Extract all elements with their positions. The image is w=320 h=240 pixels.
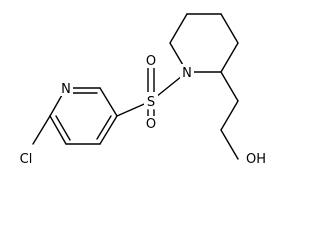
bond-c6p-c5p xyxy=(169,13,188,44)
atom-n-piperidine: N xyxy=(182,66,192,81)
atom-oxygen-bottom: O xyxy=(146,117,156,132)
double-bond-c4-c5 xyxy=(96,115,112,140)
atom-oxygen-top: O xyxy=(146,54,156,69)
bond-c2-cl xyxy=(32,115,51,145)
bond-c3p-c2p xyxy=(220,42,239,73)
structure-diagram: N Cl S O O N OH xyxy=(19,13,267,167)
atom-chlorine: Cl xyxy=(20,152,33,167)
atom-n-pyridine: N xyxy=(61,82,71,97)
bond-c5-c6 xyxy=(99,87,118,117)
bond-c4-c5 xyxy=(99,115,118,145)
bond-ch2b-oh xyxy=(220,129,239,160)
bond-c4p-c3p xyxy=(220,13,239,44)
atom-sulfur: S xyxy=(147,95,155,110)
double-bond-c2-c3 xyxy=(55,115,71,141)
bond-c2p-ch2a xyxy=(220,71,239,102)
piperidine-ring xyxy=(169,13,239,73)
pyridine-ring xyxy=(49,87,118,145)
atom-hydroxyl: OH xyxy=(246,152,266,167)
bond-ch2a-ch2b xyxy=(220,100,239,131)
bond-c2-c3 xyxy=(49,115,67,145)
